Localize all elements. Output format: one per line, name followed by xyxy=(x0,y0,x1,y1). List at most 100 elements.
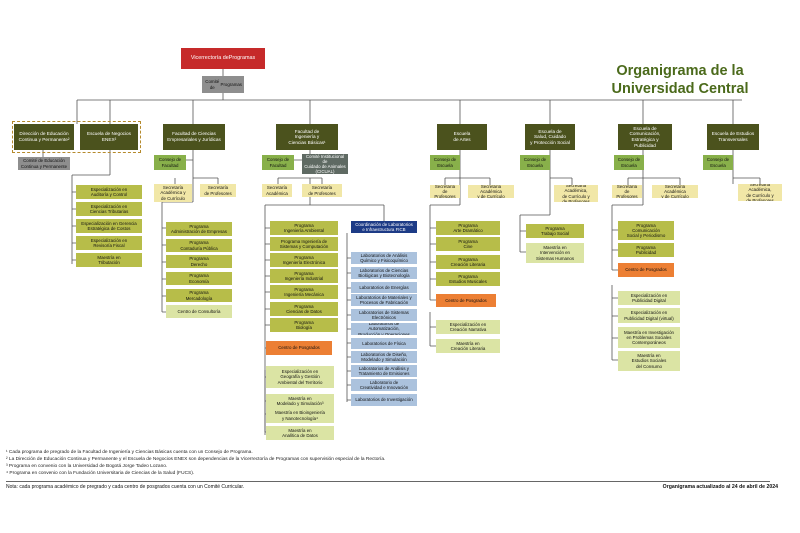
footnote-2: ² La Dirección de Educación Continua y P… xyxy=(6,457,386,462)
comunicacion-secretaria-line-1: Secretaría Académica xyxy=(664,185,686,194)
fing-lab-11-line-1: Laboratorios de Investigación xyxy=(355,397,413,403)
fing-lab-5-line-1: Laboratorios de Sistemas xyxy=(359,309,409,315)
artes-program-4-line-2: Estudios Musicales xyxy=(449,279,487,284)
artes-program-3-line-2: Creación Literaria xyxy=(450,262,486,267)
fing-lab-7: Laboratorios de Física xyxy=(351,338,417,349)
fcej-profesores-line-2: de Profesores xyxy=(204,190,232,196)
artes-consejo-line-2: Escuela xyxy=(437,162,453,168)
fing-program-7-line-2: Biología xyxy=(296,325,312,330)
fing-cicual-line-1: Comité Institucional de xyxy=(305,154,345,164)
fcej-consultoria: Centro de Consultoría xyxy=(166,305,232,318)
salud-consejo-line-1: Consejo de xyxy=(523,157,547,163)
enex-program-1-line-1: Especialización en xyxy=(90,186,128,192)
fcej-secretaria-line-1: Secretaría xyxy=(162,185,184,191)
comunicacion-profesores-line-1: Secretaría xyxy=(616,185,638,189)
artes-posgrado-1-line-1: Especialización en xyxy=(449,321,487,327)
artes-program-3-line-1: Programa xyxy=(458,256,478,262)
fcej-program-5-line-1: Programa xyxy=(189,290,209,296)
fing-secretaria-line-1: Secretaría xyxy=(266,185,288,191)
comunicacion-posgrado-1-line-2: Publicidad Digital xyxy=(632,298,666,303)
fcej-secretaria-line-3: de Currículo xyxy=(161,195,185,201)
fcej-profesores-line-1: Secretaría xyxy=(207,185,229,191)
comunicacion-program-1-line-1: Programa xyxy=(636,222,656,228)
artes-secretaria-line-2: y de Currículo xyxy=(477,194,505,198)
fing-program-4-line-1: Programa xyxy=(294,270,314,276)
transversales-secretaria-line-1: Secretaría Académica, xyxy=(748,184,772,193)
fing-posgrado-3-line-1: Maestría en Bioingeniería xyxy=(274,410,326,416)
unit-transversales-box-line-1: Escuela de Estudios xyxy=(711,131,755,137)
enex-program-5-line-2: Tributación xyxy=(98,260,120,265)
fing-lab-2-line-2: Biológicas y Biotecnología xyxy=(358,273,410,278)
artes-posgrado-2-line-2: Creación Literaria xyxy=(450,346,486,351)
artes-program-1-line-2: Arte Dramático xyxy=(453,228,483,233)
comunicacion-profesores-line-2: de Profesores xyxy=(616,188,638,198)
artes-program-2-line-2: Cine xyxy=(463,244,473,249)
artes-posgrados-line-1: Centro de Posgrados xyxy=(445,297,487,303)
salud-consejo-line-2: Escuela xyxy=(527,162,543,168)
comunicacion-posgrado-2-line-2: Publicidad Digital (virtual) xyxy=(624,315,674,321)
comunicacion-posgrado-3-line-1: Maestría en Investigación xyxy=(623,329,675,335)
unit-comunicacion-box-line-2: Comunicación, xyxy=(629,131,661,137)
vicerrectoria-box: Vicerrectoría de Programas xyxy=(181,48,265,69)
unit-transversales-box-line-2: Transversales xyxy=(718,137,748,142)
fing-program-6-line-1: Programa xyxy=(294,303,314,309)
footer-divider xyxy=(6,481,770,482)
footnote-1: ¹ Cada programa de pregrado de la Facult… xyxy=(6,450,253,455)
comunicacion-consejo-line-2: Escuela xyxy=(621,162,637,168)
fing-program-3-line-2: Ingeniería Electrónica xyxy=(282,260,326,265)
fcej-secretaria-line-2: Académica y xyxy=(160,190,186,196)
fing-lab-6: Laboratorios de Automatización,Producció… xyxy=(351,323,417,335)
artes-program-2-line-1: Programa xyxy=(458,238,478,244)
unit-artes-box-line-1: Escuela xyxy=(453,131,471,137)
unit-dec-box-line-2: Continua y Permanente² xyxy=(18,137,70,142)
enex-program-3-line-2: Estratégica de Costos xyxy=(87,226,131,231)
fing-lab-8: Laboratorios de Diseño,Modelado y Simula… xyxy=(351,351,417,363)
comunicacion-posgrado-4-line-1: Maestría en xyxy=(637,353,661,359)
fing-program-3-line-1: Programa xyxy=(294,254,314,260)
fcej-program-4-line-2: Economía xyxy=(189,278,209,284)
fing-lab-11: Laboratorios de Investigación xyxy=(351,394,417,406)
artes-profesores-line-2: de Profesores xyxy=(434,188,456,198)
artes-posgrados: Centro de Posgrados xyxy=(436,294,496,307)
fing-program-5-line-2: Ingeniería Mecánica xyxy=(284,292,324,297)
page-title: Organigrama de la Universidad Central xyxy=(600,62,760,98)
fing-posgrados-line-1: Centro de Posgrados xyxy=(278,345,320,351)
fing-program-2-line-1: Programa Ingeniería de xyxy=(280,238,328,244)
fcej-program-2-line-1: Programa xyxy=(189,240,209,246)
salud-secretaria-line-1: Secretaría Académica, xyxy=(564,185,588,194)
dec-committee-box-line-2: Continua y Permanente xyxy=(20,163,68,169)
comunicacion-posgrado-4-line-2: Estudios Sociales xyxy=(631,358,667,364)
salud-program-line-2: Trabajo Social xyxy=(541,231,569,236)
artes-program-1-line-1: Programa xyxy=(458,222,478,228)
fcej-consejo-line-2: Facultad xyxy=(161,162,179,168)
fing-program-2-line-2: Sistemas y Computación xyxy=(279,244,329,249)
comite-line-1: Comité de xyxy=(205,79,220,90)
fing-program-5-line-1: Programa xyxy=(294,286,314,292)
salud-secretaria-line-3: de Profesores xyxy=(562,198,590,202)
salud-maestria-line-1: Maestría en xyxy=(543,245,567,251)
enex-program-1-line-2: Auditoría y Control xyxy=(90,192,128,197)
fing-program-7-line-1: Programa xyxy=(294,319,314,325)
